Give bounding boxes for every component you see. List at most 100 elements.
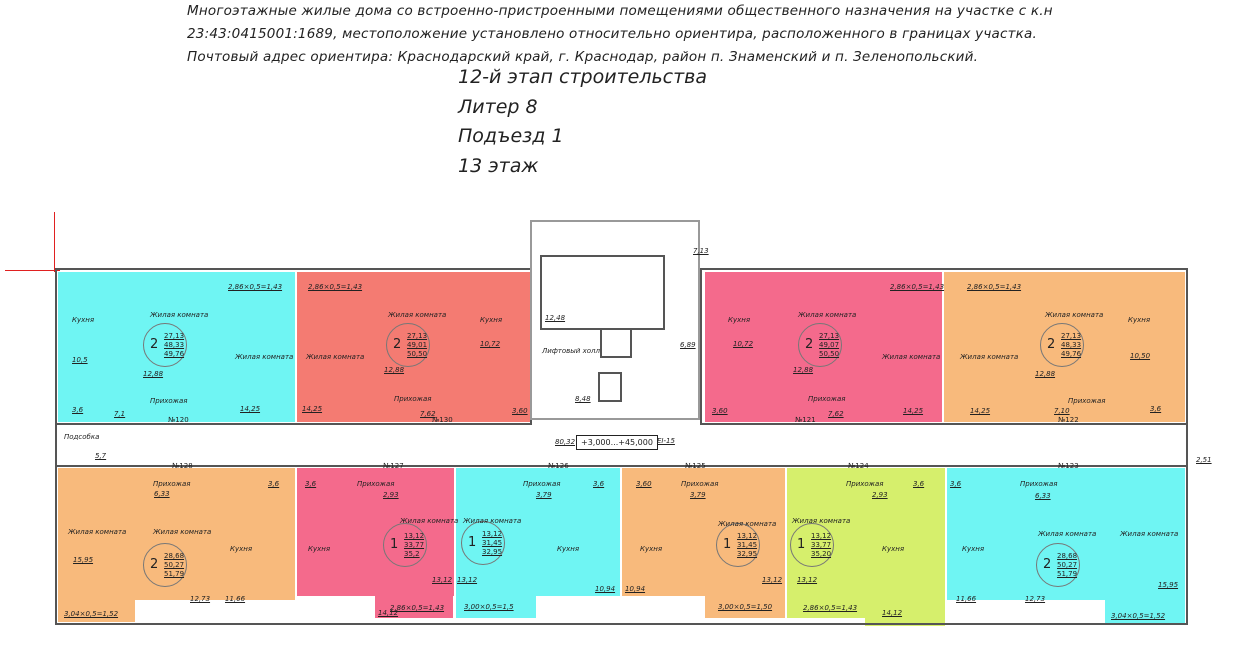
elevator-shaft-2 [598, 372, 622, 402]
room-area: 12,88 [143, 370, 164, 378]
room-label: Прихожая [523, 480, 561, 488]
room-label: Жилая комната [798, 311, 857, 319]
apartment-area: 27,13 [407, 332, 428, 340]
room-label: Кухня [882, 545, 905, 553]
room-area: 14,25 [903, 407, 924, 415]
room-area: 3,60 [636, 480, 652, 488]
apartment-number: №120 [168, 416, 189, 424]
room-label: Жилая комната [1120, 530, 1179, 538]
room-area: 13,12 [762, 576, 783, 584]
apartment-area: 13,12 [737, 532, 758, 540]
room-count: 1 [468, 535, 477, 550]
apartment-area: 28,68 [1057, 552, 1078, 560]
room-area: 10,94 [595, 585, 616, 593]
room-label: Кухня [962, 545, 985, 553]
apartment-area: 13,12 [482, 530, 503, 538]
room-area: 3,04×0,5=1,52 [64, 610, 119, 618]
crosshair-horizontal [5, 270, 60, 271]
room-area: 3,79 [536, 491, 552, 499]
apartment-area: 28,68 [164, 552, 185, 560]
room-label: Жилая комната [463, 517, 522, 525]
apartment-area: 32,95 [737, 550, 758, 558]
room-label: Кухня [1128, 316, 1151, 324]
room-count: 1 [797, 537, 806, 552]
room-label: Прихожая [1020, 480, 1058, 488]
room-count: 1 [390, 537, 399, 552]
common-utility-area: 5,7 [95, 452, 107, 460]
room-label: Жилая комната [882, 353, 941, 361]
room-area: 2,86×0,5=1,43 [308, 283, 363, 291]
room-label: Жилая комната [1038, 530, 1097, 538]
stair-core-outline [530, 220, 700, 420]
apartment-area: 49,01 [407, 341, 428, 349]
room-area: 3,6 [950, 480, 962, 488]
room-label: Жилая комната [153, 528, 212, 536]
room-area: 7,1 [114, 410, 126, 418]
apartment-area: 50,50 [407, 350, 428, 358]
apartment-area: 35,20 [811, 550, 832, 558]
room-label: Кухня [640, 545, 663, 553]
room-area: 10,72 [480, 340, 501, 348]
room-area: 12,88 [1035, 370, 1056, 378]
room-area: 2,86×0,5=1,43 [228, 283, 283, 291]
room-area: 15,95 [1158, 581, 1179, 589]
apartment-area: 49,76 [164, 350, 185, 358]
room-area: 3,6 [1150, 405, 1162, 413]
room-label: Кухня [72, 316, 95, 324]
room-area: 13,12 [432, 576, 453, 584]
room-label: Прихожая [1068, 397, 1106, 405]
common-corridor-area: 80,32 [555, 438, 576, 446]
header-line-3: Почтовый адрес ориентира: Краснодарский … [187, 49, 979, 65]
room-area: 10,5 [72, 356, 88, 364]
room-area: 2,86×0,5=1,43 [390, 604, 445, 612]
room-area: 3,6 [305, 480, 317, 488]
room-label: Жилая комната [1045, 311, 1104, 319]
apartment-fill [375, 596, 453, 618]
room-label: Жилая комната [718, 520, 777, 528]
crosshair-vertical [54, 212, 55, 272]
room-area: 3,60 [512, 407, 528, 415]
apartment-fill [622, 468, 785, 596]
apartment-area: 49,76 [1061, 350, 1082, 358]
room-label: Кухня [728, 316, 751, 324]
room-label: Кухня [480, 316, 503, 324]
apartment-area: 33,77 [811, 541, 832, 549]
elevator-shaft-1 [600, 328, 632, 358]
room-area: 13,12 [797, 576, 818, 584]
room-area: 3,00×0,5=1,50 [718, 603, 773, 611]
room-area: 2,86×0,5=1,43 [890, 283, 945, 291]
room-label: Прихожая [153, 480, 191, 488]
room-area: 2,93 [872, 491, 888, 499]
elevation-mark: +3,000...+45,000 [576, 435, 658, 450]
room-area: 2,86×0,5=1,43 [803, 604, 858, 612]
room-count: 2 [150, 557, 159, 572]
apartment-area: 48,33 [1061, 341, 1082, 349]
common-fire-rating: EI-15 [657, 437, 675, 445]
room-count: 2 [393, 337, 402, 352]
apartment-number: №123 [1058, 462, 1079, 470]
apartment-area: 48,33 [164, 341, 185, 349]
apartment-fill [58, 600, 135, 622]
apartment-fill [297, 468, 454, 596]
apartment-number: №127 [383, 462, 404, 470]
apartment-number: №122 [1058, 416, 1079, 424]
wall-corridor [55, 425, 1188, 467]
apartment-number: №125 [685, 462, 706, 470]
room-area: 12,88 [384, 366, 405, 374]
liter-title: Литер 8 [458, 96, 538, 118]
apartment-fill [1105, 600, 1185, 624]
room-count: 2 [150, 337, 159, 352]
room-count: 2 [805, 337, 814, 352]
apartment-number: №124 [848, 462, 869, 470]
room-area: 3,00×0,5=1,5 [464, 603, 514, 611]
header-line-2: 23:43:0415001:1689, местоположение устан… [187, 26, 1038, 42]
apartment-area: 27,13 [164, 332, 185, 340]
wall-upper-right [700, 268, 1188, 425]
common-utility: Подсобка [64, 433, 100, 441]
apartment-area: 27,13 [1061, 332, 1082, 340]
